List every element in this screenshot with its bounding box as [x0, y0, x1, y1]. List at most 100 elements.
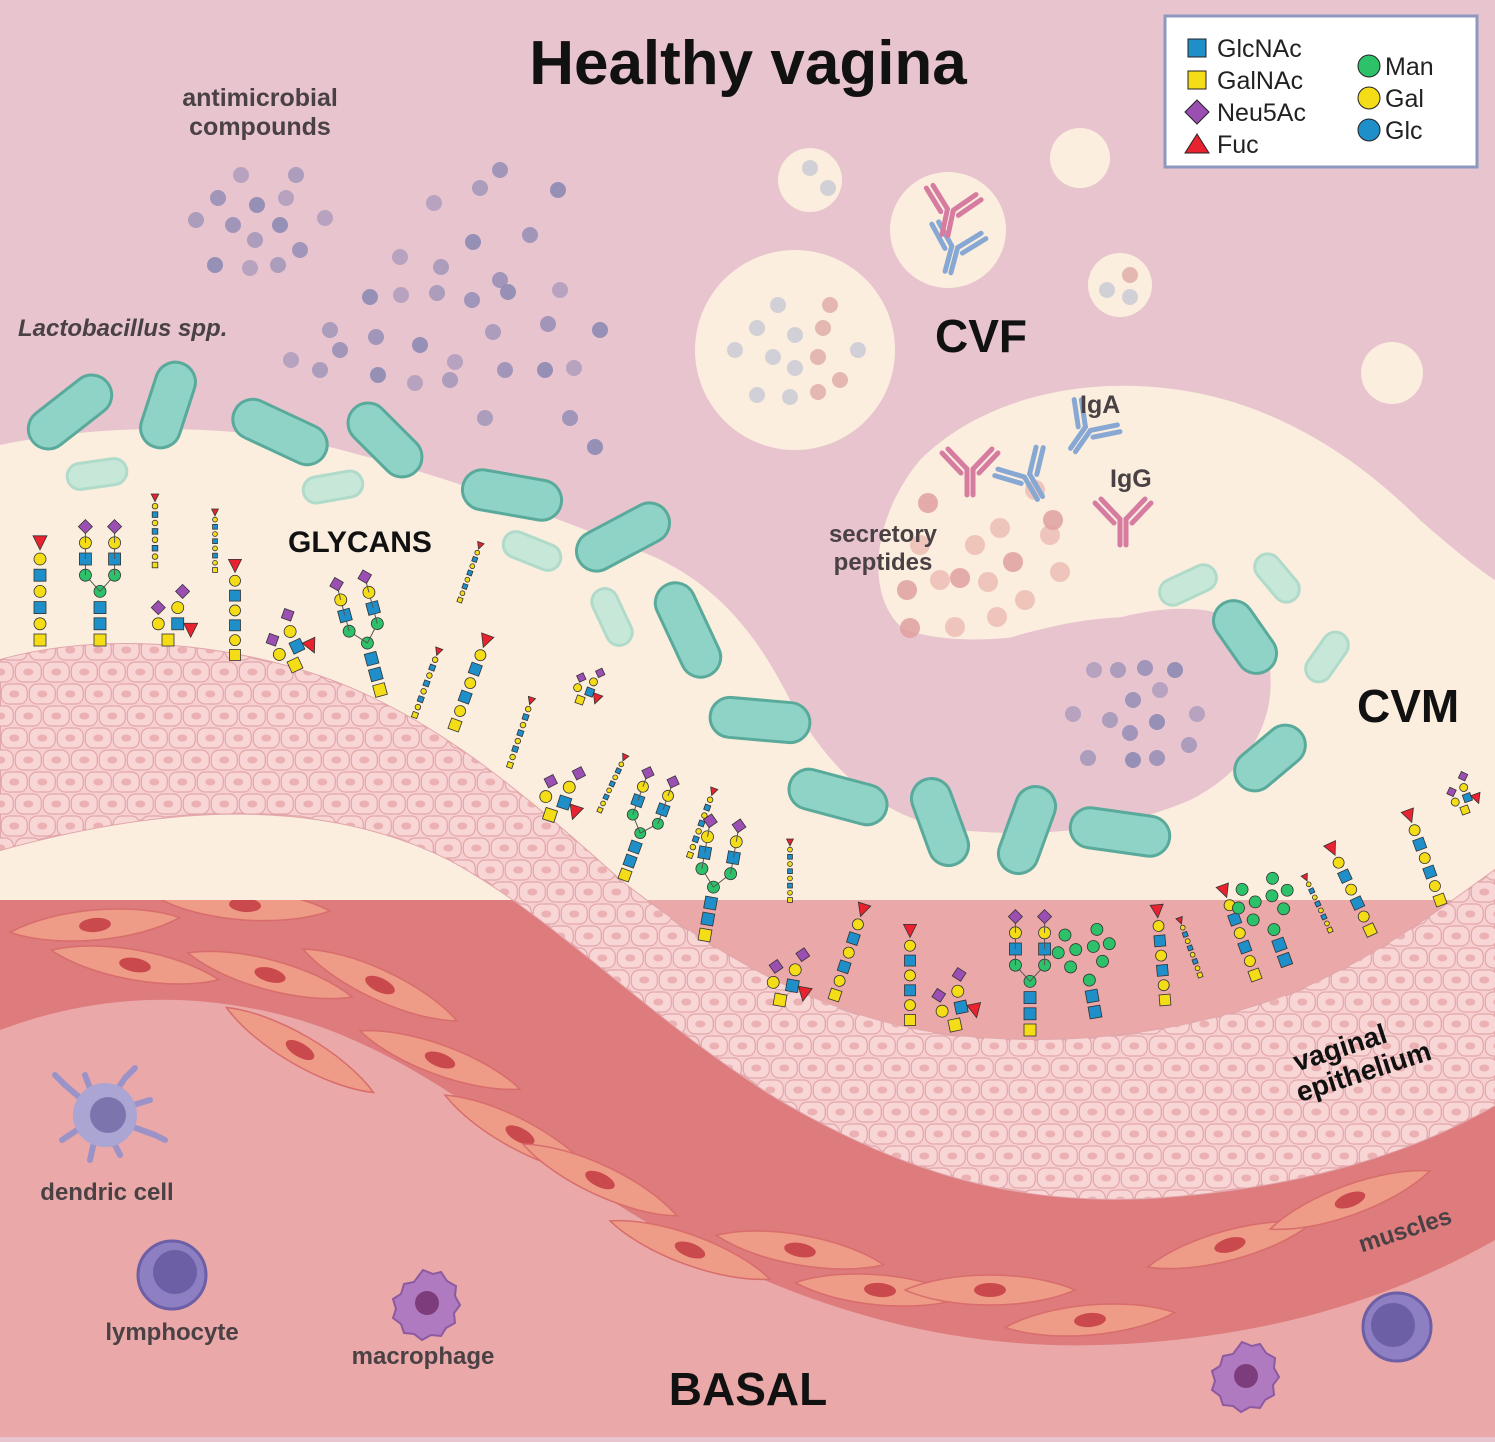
lactobacillus-rod — [1158, 563, 1218, 607]
lymphocyte-label: lymphocyte — [105, 1319, 238, 1346]
peptide-dot — [1043, 510, 1063, 530]
lactobacillus-rod — [909, 777, 971, 867]
antimicrobial-dot — [233, 167, 249, 183]
peptide-dot — [930, 570, 950, 590]
glycan-chain — [150, 583, 199, 647]
glycan-chain — [329, 569, 388, 698]
peptide-dot — [978, 572, 998, 592]
macrophage-cell-2 — [1210, 1340, 1281, 1414]
antibody — [939, 446, 1001, 498]
antimicrobial-dot — [550, 182, 566, 198]
lactobacillus-bacteria — [26, 360, 1350, 875]
antimicrobial-dot — [522, 227, 538, 243]
legend-label: Glc — [1385, 117, 1423, 145]
antibodies — [923, 182, 1154, 548]
peptide-dot — [1040, 525, 1060, 545]
antimicrobial-dot — [429, 285, 445, 301]
vesicle-particle — [810, 384, 826, 400]
iga-label: IgA — [1080, 391, 1120, 419]
muscle-cell — [224, 1006, 376, 1094]
antimicrobial-dot — [465, 234, 481, 250]
lactobacillus-rod — [1253, 552, 1301, 604]
antimicrobial-dot — [1086, 662, 1102, 678]
peptide-dot — [950, 568, 970, 588]
glycan-chain — [1300, 872, 1334, 934]
lactobacillus-rod — [1304, 630, 1350, 684]
legend-label: Man — [1385, 53, 1434, 81]
glycan-chain — [1232, 871, 1294, 969]
antimicrobial-dot — [1065, 706, 1081, 722]
antimicrobial-dot — [497, 362, 513, 378]
antimicrobial-dot — [1125, 692, 1141, 708]
antimicrobial-dot — [472, 180, 488, 196]
lactobacillus-rod — [346, 401, 424, 479]
legend-label: Fuc — [1217, 131, 1259, 159]
lactobacillus-rod — [231, 397, 329, 467]
antimicrobial-dot — [1181, 737, 1197, 753]
glycan-chain — [1400, 807, 1448, 908]
glycan-chain — [785, 838, 795, 903]
cvf-label: CVF — [935, 310, 1027, 362]
peptide-dot — [1003, 552, 1023, 572]
antimicrobial-dot — [210, 190, 226, 206]
antimicrobial-dot — [393, 287, 409, 303]
peptide-dot — [1050, 562, 1070, 582]
vesicle-particle — [822, 297, 838, 313]
glycan-chain — [902, 924, 918, 1026]
antimicrobial-dot — [272, 217, 288, 233]
peptide-dot — [910, 535, 930, 555]
antimicrobial-dot — [1080, 750, 1096, 766]
antimicrobial-dot — [1149, 750, 1165, 766]
glycan-chain — [1215, 882, 1263, 983]
vesicle-contents — [727, 160, 1138, 405]
peptide-dot — [987, 607, 1007, 627]
glycans-label: GLYCANS — [288, 526, 432, 559]
vesicle-particle — [787, 360, 803, 376]
antimicrobial-dot — [592, 322, 608, 338]
antimicrobial-dot — [540, 316, 556, 332]
antimicrobial-dot — [249, 197, 265, 213]
antimicrobial-dot — [225, 217, 241, 233]
lactobacillus-rod — [460, 468, 564, 522]
glycan-chain — [210, 508, 220, 573]
vesicle-particle — [820, 180, 836, 196]
antimicrobial-dot — [1149, 714, 1165, 730]
antimicrobial-dot — [188, 212, 204, 228]
vesicle-particle — [770, 297, 786, 313]
glycan-chain — [447, 632, 495, 733]
antimicrobial-dot — [332, 342, 348, 358]
antimicrobial-dot — [207, 257, 223, 273]
glycan-chain — [685, 786, 719, 860]
glycan-chain — [1007, 909, 1053, 1037]
antimicrobial-dot — [537, 362, 553, 378]
muscle-cell — [49, 945, 221, 985]
antimicrobial-dot — [407, 375, 423, 391]
antimicrobial-dot — [464, 292, 480, 308]
antimicrobial-dot — [1122, 725, 1138, 741]
glycan-chain — [410, 646, 444, 720]
vesicle-particle — [782, 389, 798, 405]
antibody — [1092, 496, 1154, 548]
dendritic-cell — [52, 1065, 168, 1163]
lactobacillus-rod — [139, 360, 197, 450]
lactobacillus-rod — [590, 587, 634, 647]
antimicrobial-dot — [292, 242, 308, 258]
vesicle-particle — [802, 160, 818, 176]
antimicrobial-dot — [317, 210, 333, 226]
antimicrobial-dot — [442, 372, 458, 388]
antimicrobial-dot — [1152, 682, 1168, 698]
antimicrobial-compounds — [188, 162, 1205, 768]
peptide-dot — [945, 617, 965, 637]
antimicrobial-dot — [552, 282, 568, 298]
lactobacillus-rod — [1233, 723, 1307, 793]
lactobacillus-rod — [996, 785, 1058, 875]
glycan-chain — [695, 813, 747, 943]
antimicrobial-label-line2: compounds — [189, 113, 331, 141]
cvf-vesicles — [695, 128, 1423, 450]
lactobacillus-rod — [301, 469, 365, 505]
cvm-label: CVM — [1357, 680, 1459, 732]
antimicrobial-dot — [412, 337, 428, 353]
peptide-dot — [1015, 590, 1035, 610]
muscle-cell — [358, 1029, 522, 1091]
glycan-chain — [596, 752, 630, 814]
